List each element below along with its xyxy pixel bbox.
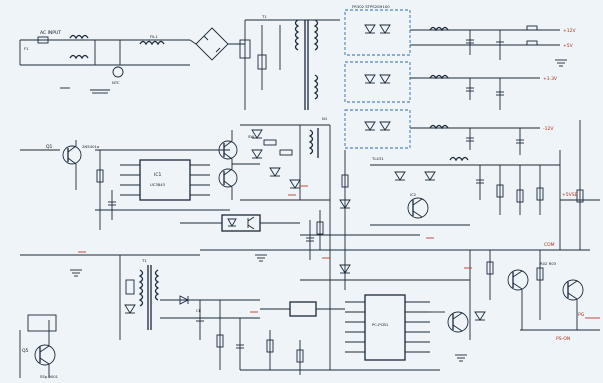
pcb-label: PC-PCB1: [372, 322, 389, 327]
optocoupler: [180, 214, 300, 232]
svg-text:FR302 STPS20H100: FR302 STPS20H100: [352, 4, 390, 9]
mid-rail: [300, 125, 420, 260]
lower-wiring: [200, 249, 590, 375]
ground-symbols: [70, 59, 567, 362]
svg-text:FIL1: FIL1: [150, 34, 158, 39]
standby-section: T1: [20, 254, 260, 370]
supervisor-ic: PC-PCB1: [260, 294, 430, 361]
secondary-rectifiers: FR302 STPS20H100: [344, 4, 411, 149]
q5-label: Q5: [22, 348, 29, 354]
red-net-markers: [78, 185, 472, 313]
output-label-5: PG: [578, 312, 585, 318]
q1-label: Q1: [46, 144, 53, 150]
ic1-label: IC1: [154, 172, 161, 178]
n1-label: N1: [322, 116, 328, 121]
q5-transistor: Q5 SSp 9001: [19, 314, 59, 379]
main-transformer: T1: [239, 14, 340, 110]
svg-text:AC INPUT: AC INPUT: [40, 30, 61, 36]
output-label-3: +3.3V: [543, 76, 558, 82]
q-right-top-label: R02 R03: [540, 261, 557, 266]
ac-input-section: AC INPUT F1 NTC FIL1: [19, 30, 190, 94]
driver-transistors: [218, 130, 260, 200]
ic2-part: TL431: [371, 156, 384, 161]
pwm-controller: IC1 UC3843: [95, 149, 230, 230]
svg-text:T1: T1: [261, 14, 267, 19]
ic2-label: IC2: [410, 192, 417, 197]
q5-part: SSp 9001: [40, 374, 59, 379]
ce-label: CE: [196, 308, 202, 313]
bridge-rectifier: [189, 27, 245, 61]
output-label-1: +12V: [563, 28, 576, 34]
shunt-regulator: TL431: [370, 156, 560, 226]
tr-label: T1: [141, 258, 147, 263]
output-label-2: +5V: [563, 43, 574, 49]
output-label-6: PS-ON: [556, 336, 570, 342]
output-rails: +12V +5V +3.3V -12V: [410, 25, 576, 155]
output-label-8: COM: [544, 242, 555, 248]
q1-part: 2N5401a: [82, 144, 99, 149]
svg-text:F1: F1: [24, 46, 29, 51]
right-side-rails: +5VSB COM: [544, 120, 600, 250]
svg-text:NTC: NTC: [112, 80, 120, 85]
lower-right-transistors: PG PS-ON: [430, 250, 600, 342]
sw-label: SW: [248, 134, 254, 139]
output-label-4: -12V: [543, 126, 554, 132]
ic1-part: UC3843: [150, 182, 166, 187]
q1-transistor: Q1 2N5401a: [20, 140, 99, 190]
gate-drive-network: [240, 124, 330, 201]
output-label-7: +5VSB: [562, 192, 578, 198]
